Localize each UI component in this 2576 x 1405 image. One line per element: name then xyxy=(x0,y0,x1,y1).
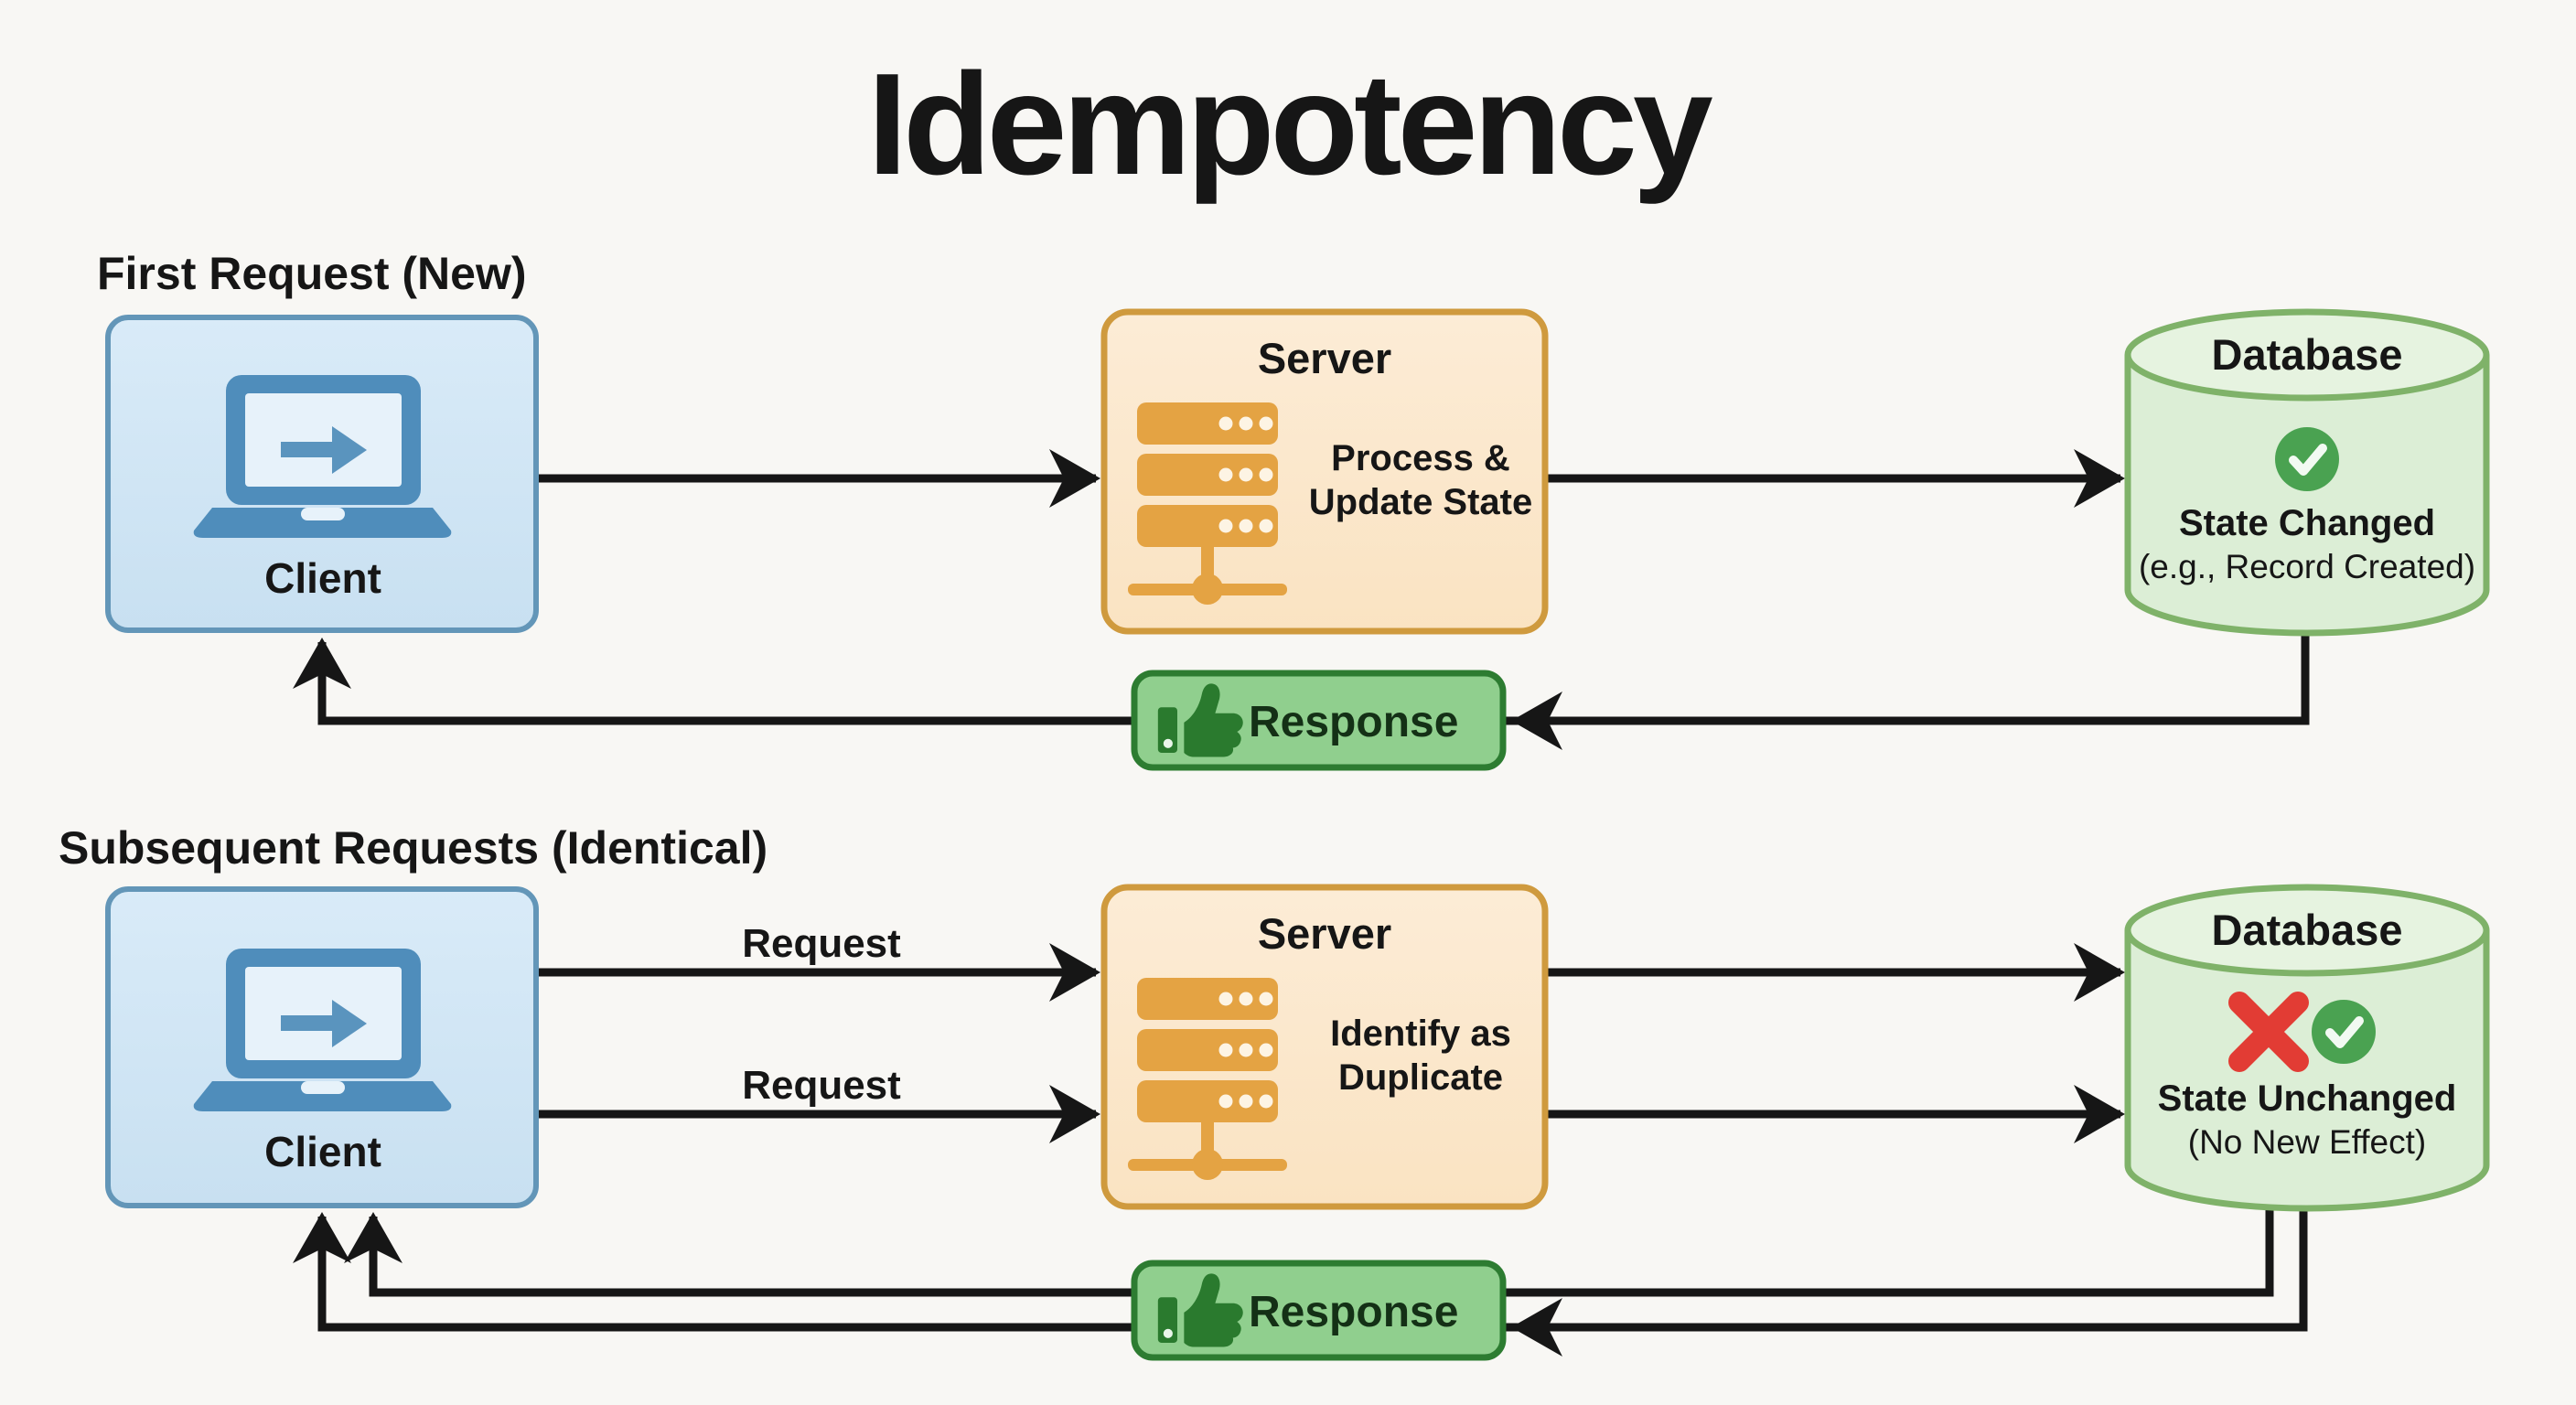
section-first-request: First Request (New) Client Server Proces… xyxy=(97,248,2490,771)
laptop-icon xyxy=(193,949,452,1111)
response-label: Response xyxy=(1249,1288,1458,1336)
response-badge: Response xyxy=(1131,1260,1507,1361)
response-badge: Response xyxy=(1131,670,1507,771)
database-title: Database xyxy=(2212,906,2403,954)
section-heading: Subsequent Requests (Identical) xyxy=(59,822,767,874)
db-status-line1: State Changed xyxy=(2179,503,2435,543)
page-title: Idempotency xyxy=(867,44,1713,205)
connector-server-to-database-1 xyxy=(1545,943,2125,1002)
section-heading: First Request (New) xyxy=(97,248,527,299)
connector-server-to-database-2 xyxy=(1545,1085,2125,1143)
server-note-line1: Identify as xyxy=(1330,1014,1511,1054)
server-note-line1: Process & xyxy=(1331,438,1510,478)
connector-client-to-server-1 xyxy=(536,943,1100,1002)
server-node: Server Identify as Duplicate xyxy=(1100,884,1549,1210)
client-label: Client xyxy=(264,554,381,602)
client-node: Client xyxy=(105,886,539,1208)
server-node: Server Process & Update State xyxy=(1100,308,1549,635)
client-node: Client xyxy=(105,315,539,633)
cross-icon xyxy=(2228,992,2309,1072)
connector-client-to-server-2 xyxy=(536,1085,1100,1143)
laptop-icon xyxy=(193,375,452,538)
server-title: Server xyxy=(1258,909,1391,958)
db-status-line2: (No New Effect) xyxy=(2188,1123,2426,1161)
server-note-line2: Duplicate xyxy=(1338,1057,1503,1098)
check-circle-icon xyxy=(2275,427,2339,491)
server-note-line2: Update State xyxy=(1309,482,1533,522)
db-status-line2: (e.g., Record Created) xyxy=(2139,548,2475,585)
server-title: Server xyxy=(1258,334,1391,382)
request-label-2: Request xyxy=(742,1063,901,1108)
database-node: Database State Unchanged (No New Effect) xyxy=(2124,884,2490,1212)
request-label-1: Request xyxy=(742,921,901,966)
response-label: Response xyxy=(1249,698,1458,746)
database-node: Database State Changed (e.g., Record Cre… xyxy=(2124,308,2490,637)
check-circle-icon xyxy=(2312,1000,2376,1064)
database-title: Database xyxy=(2212,330,2403,379)
section-subsequent-requests: Subsequent Requests (Identical) Request … xyxy=(59,822,2490,1361)
db-status-line1: State Unchanged xyxy=(2158,1078,2457,1119)
connector-client-to-server xyxy=(536,449,1100,508)
client-label: Client xyxy=(264,1128,381,1175)
connector-server-to-database xyxy=(1545,449,2125,508)
